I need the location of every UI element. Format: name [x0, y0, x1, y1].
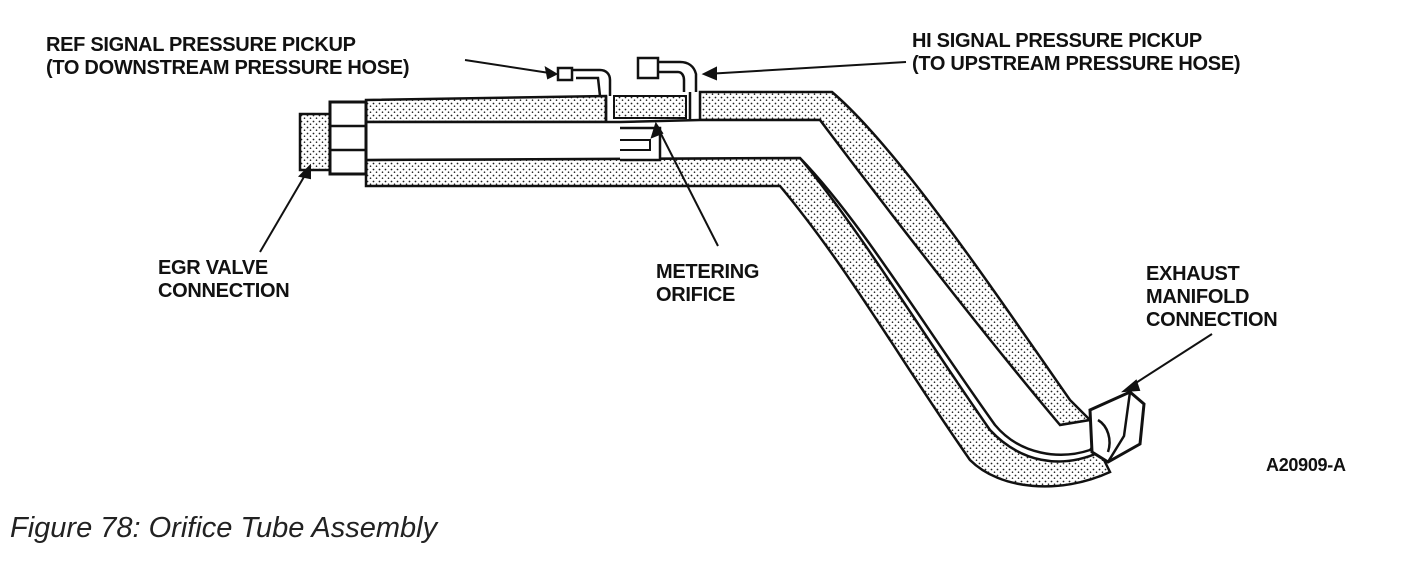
metering-label-line1: METERING — [656, 261, 760, 283]
exhaust-manifold-nut — [1088, 390, 1146, 464]
part-number: A20909-A — [1266, 455, 1346, 475]
tube-insulation — [364, 90, 1112, 488]
hi-pickup-nipple — [636, 56, 698, 92]
ref-pickup-label-line2: (TO DOWNSTREAM PRESSURE HOSE) — [46, 57, 410, 79]
egr-label-line2: CONNECTION — [158, 280, 290, 302]
leader-lines — [259, 59, 1213, 393]
egr-label-line1: EGR VALVE — [158, 257, 268, 279]
egr-valve-fitting — [298, 100, 368, 176]
metering-label-line2: ORIFICE — [656, 284, 736, 306]
metering-orifice-fitting — [604, 92, 692, 162]
exhaust-label-line2: MANIFOLD — [1146, 286, 1250, 308]
figure-caption: Figure 78: Orifice Tube Assembly — [10, 512, 438, 544]
hi-pickup-label-line1: HI SIGNAL PRESSURE PICKUP — [912, 30, 1202, 52]
exhaust-label-line1: EXHAUST — [1146, 263, 1240, 285]
hi-pickup-label-line2: (TO UPSTREAM PRESSURE HOSE) — [912, 53, 1241, 75]
ref-pickup-label-line1: REF SIGNAL PRESSURE PICKUP — [46, 34, 356, 56]
ref-pickup-nipple — [556, 66, 612, 97]
exhaust-label-line3: CONNECTION — [1146, 309, 1278, 331]
